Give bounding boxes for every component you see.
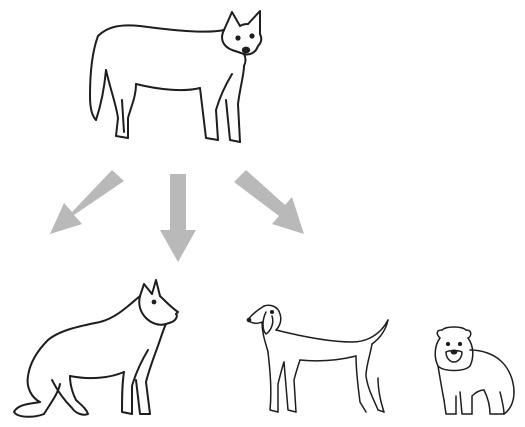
german-shepherd-icon xyxy=(13,279,179,418)
arrow-down-icon xyxy=(160,174,196,262)
arrow-left-icon xyxy=(50,170,124,234)
bulldog-icon xyxy=(434,326,515,415)
arrow-right-icon xyxy=(234,170,304,234)
pointer-dog-icon xyxy=(246,304,389,413)
wolf-icon xyxy=(89,10,263,143)
